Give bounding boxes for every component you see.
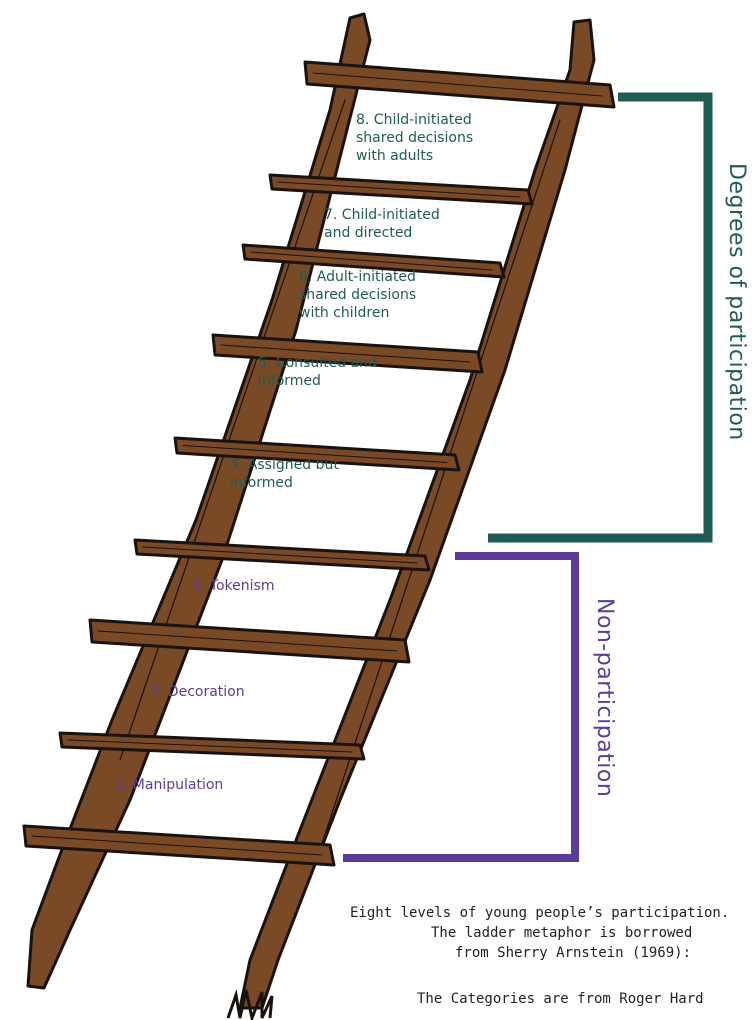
rung-label-4: 4. Assigned but informed — [230, 457, 339, 491]
rung-grain-6 — [220, 344, 471, 363]
rung-label-6: 6. Adult-initiated shared decisions with… — [299, 269, 417, 321]
rung-grain-5 — [182, 445, 448, 463]
caption-line-4: The Categories are from Roger Hard — [417, 991, 704, 1007]
rung-grain-8 — [277, 181, 521, 198]
ground-tuft — [226, 989, 274, 1020]
rung-label-5: 5. Consulted and informed — [258, 355, 377, 389]
rung-label-7: 7. Child-initiated and directed — [324, 207, 440, 241]
rung-label-2: 2. Decoration — [150, 684, 245, 700]
rung-label-3: 3. Tokenism — [192, 578, 275, 594]
rung-label-1: 1. Manipulation — [115, 777, 224, 793]
left-rail-grain — [119, 99, 346, 761]
ladder-rails — [26, 12, 596, 1020]
participation-bracket — [488, 92, 713, 543]
non-participation-label: Non-participation — [592, 598, 617, 798]
rung-grain-4 — [142, 546, 418, 564]
rung-grain-7 — [250, 251, 493, 271]
rung-label-8: 8. Child-initiated shared decisions with… — [356, 112, 474, 164]
participation-label: Degrees of participation — [724, 163, 749, 441]
rung-grain-1 — [31, 835, 323, 856]
caption-line-2: The ladder metaphor is borrowed — [431, 925, 693, 941]
rung-grain-3 — [97, 630, 398, 652]
rung-grain-9 — [312, 72, 603, 97]
caption-line-3: from Sherry Arnstein (1969): — [455, 945, 692, 961]
non-participation-bracket — [343, 552, 579, 862]
caption-line-1: Eight levels of young people’s participa… — [350, 905, 730, 921]
ladder-rungs — [22, 60, 616, 867]
rung-grain-2 — [67, 739, 353, 753]
level-brackets — [343, 92, 713, 862]
